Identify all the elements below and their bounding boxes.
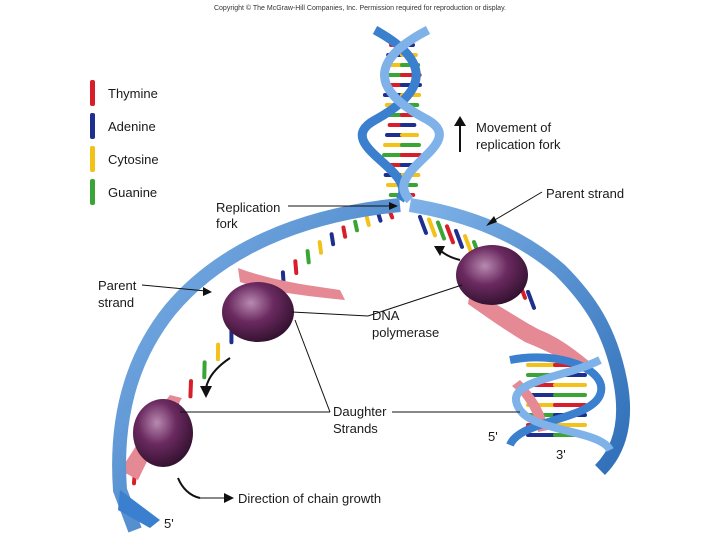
dna-polymerase-right: [456, 245, 528, 305]
thymine-swatch: [90, 80, 95, 106]
parent-strand-right-arrowhead: [486, 216, 497, 226]
movement-arrow-head: [454, 116, 466, 126]
legend-item-thymine: Thymine: [90, 80, 158, 106]
parent-strand-left-leader: [141, 284, 207, 292]
cytosine-swatch: [90, 146, 95, 172]
daughter-strands-label-1: Daughter: [333, 404, 387, 419]
daughter-strand-right-upper: [468, 290, 590, 372]
base-pair-left: [376, 211, 383, 223]
dna-polymerase-leader-left: [291, 311, 369, 317]
replication-fork-arrowhead: [389, 202, 398, 210]
adenine-swatch: [90, 113, 95, 139]
polymerase-direction-arrow-left: [205, 357, 231, 389]
dna-polymerase-upper-left: [222, 282, 294, 342]
daughter-leader-upper: [294, 319, 331, 413]
base-pair-right: [436, 220, 446, 241]
dna-polymerase-leader-right: [367, 284, 463, 317]
chain-growth-curve: [177, 477, 201, 499]
five-prime-right-label: 5': [488, 429, 498, 444]
base-pair-right: [463, 234, 473, 255]
base-pair-left: [305, 249, 311, 265]
parent-strand-left-label-1: Parent: [98, 278, 137, 293]
legend-label-thymine: Thymine: [108, 86, 158, 101]
legend-label-guanine: Guanine: [108, 185, 157, 200]
base-pair-left: [317, 240, 324, 255]
parent-strand-left-label-2: strand: [98, 295, 134, 310]
dna-polymerase-label-1: DNA: [372, 308, 400, 323]
base-pair-left: [364, 215, 371, 227]
lower-helix-backbone-b: [512, 356, 614, 453]
legend: Thymine Adenine Cytosine Guanine: [90, 80, 159, 205]
copyright-text: Copyright © The McGraw-Hill Companies, I…: [214, 4, 506, 12]
replication-fork-label-2: fork: [216, 216, 238, 231]
base-pair-right: [445, 224, 455, 245]
parent-strand-left-arrowhead: [203, 287, 212, 296]
movement-label-2: replication fork: [476, 137, 561, 152]
base-pair-left: [188, 379, 193, 399]
dna-polymerase-lower-left: [133, 399, 193, 467]
replication-fork-label-1: Replication: [216, 200, 280, 215]
daughter-strands-label-2: Strands: [333, 421, 378, 436]
polymerase-direction-arrowhead-right: [434, 246, 445, 256]
base-pair-right: [526, 289, 536, 310]
polymerase-direction-arrowhead-left: [200, 386, 212, 398]
legend-item-guanine: Guanine: [90, 179, 157, 205]
base-pair-left: [293, 259, 299, 276]
base-pair-right: [418, 214, 428, 235]
parent-strand-right: [408, 198, 631, 475]
legend-label-cytosine: Cytosine: [108, 152, 159, 167]
polymerase-direction-arrow-right: [439, 249, 461, 261]
daughter-strand-left-upper: [238, 268, 345, 300]
parent-strand-right-label: Parent strand: [546, 186, 624, 201]
helix-backbone-a: [357, 26, 421, 203]
base-pair-left: [341, 225, 348, 239]
legend-item-cytosine: Cytosine: [90, 146, 159, 172]
three-prime-label: 3': [556, 447, 566, 462]
movement-label-1: Movement of: [476, 120, 552, 135]
base-pair-left: [353, 219, 359, 233]
five-prime-bottom-label: 5': [164, 516, 174, 531]
parent-strand-right-leader: [487, 191, 543, 225]
legend-label-adenine: Adenine: [108, 119, 156, 134]
base-pair-left: [329, 232, 336, 247]
parent-strand-left-tail: [118, 490, 160, 528]
legend-item-adenine: Adenine: [90, 113, 156, 139]
parent-strand-left: [112, 198, 401, 533]
base-pair-right: [427, 217, 437, 238]
base-pair-right: [454, 228, 464, 249]
chain-growth-arrowhead: [224, 493, 234, 503]
lower-helix-backbone-a: [506, 353, 606, 448]
movement-arrow: [454, 116, 466, 152]
helix-backbone-b: [380, 26, 444, 204]
chain-growth-label: Direction of chain growth: [238, 491, 381, 506]
guanine-swatch: [90, 179, 95, 205]
dna-polymerase-label-2: polymerase: [372, 325, 439, 340]
